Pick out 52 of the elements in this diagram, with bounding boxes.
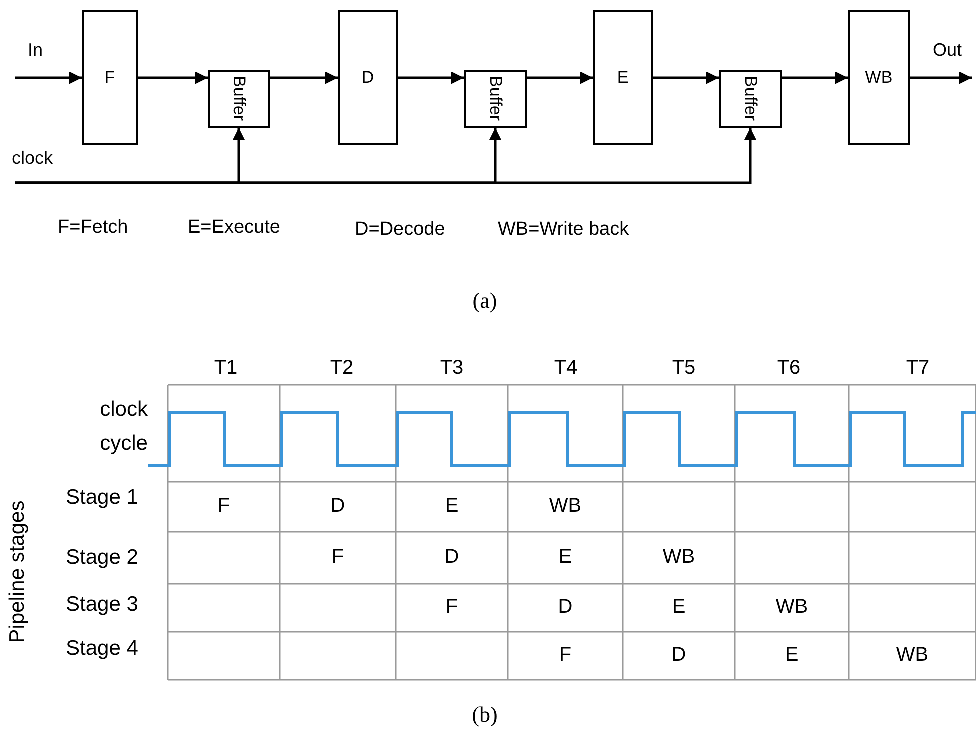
- column-header: T6: [777, 357, 801, 380]
- row-label: Stage 1: [66, 486, 138, 510]
- table-cell-text: F: [559, 644, 572, 667]
- table-cell-text: D: [558, 596, 573, 619]
- arrow: [15, 128, 757, 184]
- table-cell-text: F: [218, 495, 230, 518]
- axis-title: Pipeline stages: [6, 500, 30, 644]
- arrow: [270, 72, 338, 84]
- figure-caption: (a): [472, 288, 498, 314]
- row-label: Stage 3: [66, 593, 138, 617]
- row-label: clock cycle: [99, 397, 148, 457]
- column-header: T4: [554, 357, 578, 380]
- legend-text: D=Decode: [355, 219, 446, 241]
- row-label: Stage 2: [66, 546, 138, 570]
- figure-caption: (b): [472, 702, 498, 728]
- table-cell-text: WB: [662, 546, 696, 569]
- table-cell-text: WB: [896, 644, 929, 667]
- table-cell-text: D: [330, 495, 346, 518]
- column-header: T5: [672, 357, 696, 380]
- table-cell-text: D: [672, 644, 686, 667]
- table-cell-text: E: [445, 495, 459, 518]
- buffer-box: Buffer: [719, 70, 782, 128]
- buffer-box: Buffer: [208, 70, 270, 128]
- arrow: [15, 72, 82, 84]
- buffer-box: Buffer: [464, 70, 527, 128]
- table-cell-text: E: [672, 596, 686, 619]
- arrow: [138, 72, 208, 84]
- column-header: T7: [906, 357, 930, 380]
- table-cell-text: WB: [549, 495, 582, 518]
- table-cell-text: F: [332, 546, 344, 569]
- table-cell-text: WB: [776, 596, 808, 619]
- legend-text: F=Fetch: [58, 217, 128, 239]
- arrow: [782, 72, 848, 84]
- table-cell-text: E: [558, 546, 572, 569]
- column-header: T2: [330, 357, 354, 380]
- arrow: [653, 72, 719, 84]
- arrow: [910, 72, 972, 84]
- row-label: Stage 4: [66, 637, 138, 661]
- arrow: [398, 72, 464, 84]
- table-cell-text: F: [446, 596, 458, 619]
- stage-box: D: [338, 10, 398, 145]
- legend-text: E=Execute: [188, 217, 280, 239]
- stage-box: WB: [848, 10, 910, 145]
- column-header: T1: [214, 357, 238, 380]
- arrow: [527, 72, 593, 84]
- table-cell-text: D: [444, 546, 460, 569]
- stage-box: E: [593, 10, 653, 145]
- legend-text: WB=Write back: [498, 219, 630, 241]
- stage-box: F: [82, 10, 138, 145]
- table-cell-text: E: [785, 644, 799, 667]
- column-header: T3: [440, 357, 464, 380]
- clock-label: clock: [12, 148, 64, 183]
